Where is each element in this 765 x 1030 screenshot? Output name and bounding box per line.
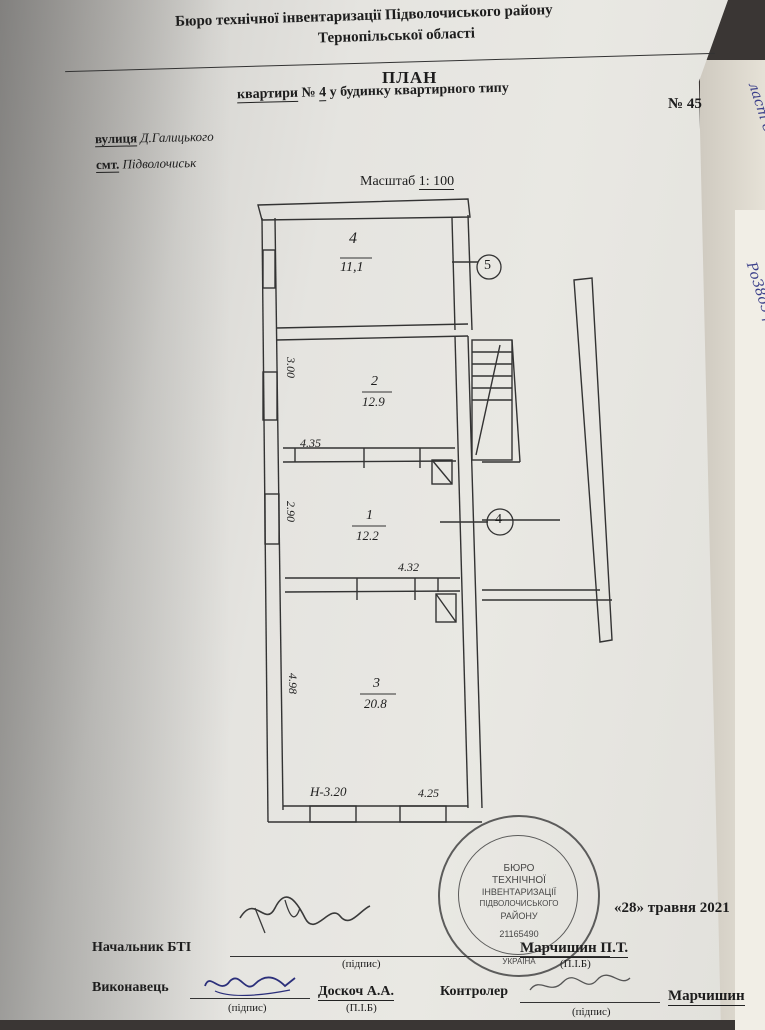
main-right-wall bbox=[454, 335, 469, 809]
room4-right-wall bbox=[451, 217, 456, 331]
stamp-line5: РАЙОНУ bbox=[500, 911, 538, 921]
room1-area: 12.2 bbox=[356, 528, 379, 543]
marker-circle-4 bbox=[486, 508, 514, 536]
dimension-4-35: 4.35 bbox=[300, 436, 321, 450]
room2-number: 2 bbox=[371, 374, 378, 389]
marker-5-label: 5 bbox=[484, 258, 491, 273]
dimension-height: Н-3.20 bbox=[310, 784, 347, 799]
stamp-inner-ring bbox=[458, 835, 578, 955]
page-shadow bbox=[0, 0, 230, 1020]
performer-label: Виконавець bbox=[92, 980, 169, 995]
room1-number: 1 bbox=[366, 508, 373, 523]
room3-number: 3 bbox=[373, 676, 380, 691]
scale-value: 1: 100 bbox=[418, 174, 455, 190]
head-sign-line bbox=[230, 956, 610, 957]
date-line: «28» травня 2021 bbox=[614, 900, 730, 916]
scale-label: Масштаб bbox=[360, 174, 416, 189]
plan-title: ПЛАН bbox=[382, 68, 438, 87]
dimension-3-00: 3.00 bbox=[284, 357, 298, 378]
plan-sheet bbox=[0, 0, 728, 1020]
stamp-line3: ІНВЕНТАРИЗАЦІЇ bbox=[481, 887, 557, 897]
stamp-bottom: УКРАЇНА bbox=[502, 957, 536, 966]
performer-sign-line bbox=[190, 998, 310, 999]
window-bottom-2 bbox=[399, 805, 447, 823]
closet-1 bbox=[431, 459, 453, 485]
controller-name: Марчишин bbox=[668, 988, 745, 1006]
room4-number: 4 bbox=[349, 230, 357, 247]
performer-sign-caption: (підпис) bbox=[228, 1002, 267, 1014]
stamp-line1: БЮРО bbox=[503, 863, 535, 874]
head-label: Начальник БТІ bbox=[92, 940, 192, 955]
scale-line: Масштаб 1: 100 bbox=[360, 174, 455, 190]
bti-stamp: БЮРО ТЕХНІЧНОЇ ІНВЕНТАРИЗАЦІЇ ПІДВОЛОЧИС… bbox=[438, 815, 600, 977]
background-paper-edge bbox=[735, 210, 765, 1030]
controller-sign-caption: (підпис) bbox=[572, 1006, 611, 1018]
controller-label: Контролер bbox=[440, 984, 509, 999]
stamp-code: 21165490 bbox=[499, 929, 539, 939]
performer-name: Доскоч А.А. bbox=[318, 984, 394, 1001]
head-signature bbox=[239, 896, 371, 934]
performer-pib-caption: (П.І.Б) bbox=[346, 1002, 377, 1014]
closet-2 bbox=[435, 593, 457, 623]
head-pib-caption: (П.І.Б) bbox=[560, 958, 591, 970]
window-left-1 bbox=[262, 371, 278, 421]
dimension-2-90: 2.90 bbox=[284, 501, 298, 522]
document-number: № 45 bbox=[668, 96, 702, 112]
room3-area: 20.8 bbox=[364, 696, 387, 711]
marker-circle-5 bbox=[476, 254, 502, 280]
controller-sign-line bbox=[520, 1002, 660, 1003]
dimension-4-32: 4.32 bbox=[398, 560, 419, 574]
window-bottom-1 bbox=[309, 805, 357, 823]
room4-area: 11,1 bbox=[340, 260, 364, 275]
marker-4-label: 4 bbox=[495, 512, 502, 527]
stamp-line4: ПІДВОЛОЧИСЬКОГО bbox=[479, 899, 559, 908]
room4-bottom-wall bbox=[275, 323, 469, 329]
controller-signature bbox=[529, 974, 631, 991]
top-wall bbox=[257, 198, 471, 221]
dimension-4-25: 4.25 bbox=[418, 786, 439, 800]
head-sign-caption: (підпис) bbox=[342, 958, 381, 970]
performer-signature bbox=[204, 976, 296, 997]
stamp-line2: ТЕХНІЧНОЇ bbox=[492, 875, 546, 886]
window-left-2 bbox=[264, 493, 280, 545]
dimension-4-98: 4.98 bbox=[286, 673, 300, 694]
window-room4 bbox=[262, 249, 276, 289]
outer-right-wall bbox=[573, 277, 613, 643]
head-name: Марчишин П.Т. bbox=[520, 940, 629, 958]
room2-area: 12.9 bbox=[362, 394, 385, 409]
